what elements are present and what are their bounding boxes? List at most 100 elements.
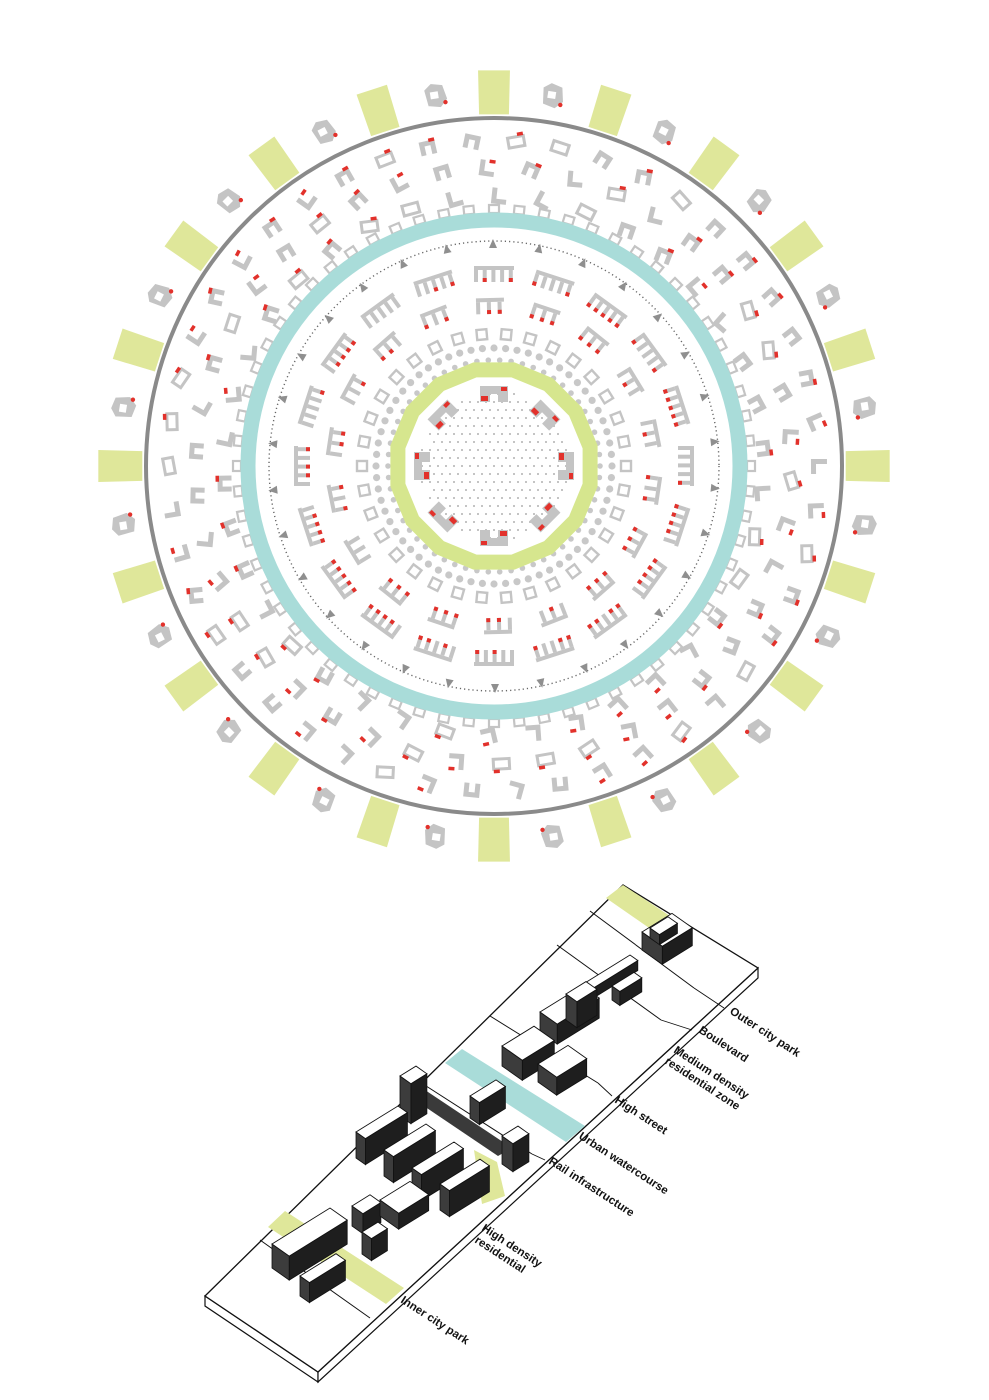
plaza-dot [553,489,555,491]
plaza-dot [445,449,447,451]
outer-park-building [309,118,338,146]
street-marker [710,483,720,492]
plaza-dot [465,489,467,491]
plaza-dot [473,441,475,443]
iso-high-density-building [379,1180,430,1230]
plaza-dot [537,489,539,491]
plaza-dot [445,497,447,499]
medium-density-building [284,678,308,701]
plaza-dot [497,409,499,411]
plaza-dot [541,481,543,483]
tree-dot [441,369,448,376]
plaza-dot [497,521,499,523]
plaza-dot [513,409,515,411]
tree-dot [485,357,492,364]
plaza-dot [445,513,447,515]
band-building [744,484,756,498]
iso-high-density-block [355,1105,409,1166]
medium-density-building [739,299,760,322]
plaza-dot [493,497,495,499]
small-building [544,339,562,357]
high-density-block [419,304,450,330]
medium-density-building [246,274,268,297]
plaza-dot [497,441,499,443]
medium-density-building [574,202,598,223]
plaza-dot [513,425,515,427]
medium-density-building [592,149,614,171]
medium-density-building [755,439,774,458]
plaza-dot [485,433,487,435]
plaza-dot [513,489,515,491]
plaza-dot [517,449,519,451]
street-marker [536,678,545,688]
plaza-dot [449,441,451,443]
plaza-dot [429,481,431,483]
outer-park-building [214,716,244,745]
high-density-residential-blocks [294,266,694,666]
plaza-dot [485,497,487,499]
medium-density-building [577,737,601,761]
plaza-dot [541,465,543,467]
outer-park-plot [588,84,632,137]
outer-park-building [850,513,879,537]
outer-park-plot [823,328,876,372]
medium-density-building [761,286,784,308]
outer-city-park-ring [98,70,890,862]
street-marker [578,258,586,269]
high-density-block [320,558,357,600]
street-marker [490,683,499,693]
plaza-dot [517,481,519,483]
street-marker [296,353,307,362]
plaza-dot [493,449,495,451]
inner-park-building [558,452,574,480]
plaza-dot [465,409,467,411]
medium-density-building [607,694,629,718]
medium-density-building [216,431,235,448]
plaza-dot [421,449,423,451]
plaza-dot [557,449,559,451]
medium-density-building [164,501,182,519]
medium-density-building [685,276,708,298]
medium-density-building [397,708,413,731]
medium-density-building [712,311,727,334]
tree-dot [502,345,510,353]
medium-density-building [160,455,178,477]
medium-density-building [275,242,297,263]
tree-dot [607,450,616,458]
tree-dot [596,451,603,458]
plaza-dot [437,465,439,467]
medium-density-building [170,543,191,563]
plaza-dot [501,449,503,451]
outer-park-building [146,622,174,651]
plaza-dot [521,425,523,427]
urban-watercourse-band [445,1049,585,1142]
plaza-dot [505,521,507,523]
medium-density-building [781,325,803,348]
plaza-dot [461,497,463,499]
small-building [405,352,424,370]
isometric-section-diagram: Outer city park Boulevard Medium density… [203,884,802,1384]
small-building [373,526,391,545]
plaza-dot [517,529,519,531]
plaza-dot [537,473,539,475]
tree-dot [456,349,464,357]
tree-dot [565,371,573,379]
street-marker [268,440,278,449]
tree-dot [606,439,614,447]
plaza-dot [469,481,471,483]
plaza-dot [481,457,483,459]
plaza-dot [533,481,535,483]
plaza-dot [433,457,435,459]
plaza-dot [537,457,539,459]
plaza-dot [441,473,443,475]
plaza-dot [557,481,559,483]
high-density-block [631,332,668,374]
plaza-dot [513,441,515,443]
outer-park-plot [688,136,740,191]
street-marker [400,259,408,269]
small-building [356,483,372,498]
medium-density-building [616,221,637,241]
plaza-dot [437,497,439,499]
high-density-block [475,297,504,315]
tree-dot [445,571,453,579]
